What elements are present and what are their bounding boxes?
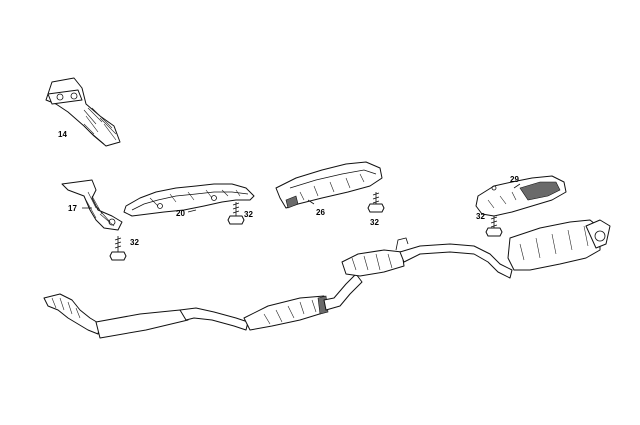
exhaust-pipe-assembly[interactable] — [43, 219, 611, 339]
callout-32-right: 32 — [476, 212, 485, 221]
callout-32-left: 32 — [130, 238, 139, 247]
callout-20: 20 — [176, 209, 185, 218]
screw-part-32-mid-right[interactable] — [367, 192, 385, 213]
heat-shield-part-29[interactable] — [475, 175, 567, 217]
heat-shield-part-17[interactable] — [61, 179, 123, 231]
callout-32-mid-left: 32 — [244, 210, 253, 219]
callout-32-mid-right: 32 — [370, 218, 379, 227]
callout-17: 17 — [68, 204, 77, 213]
screw-part-32-right[interactable] — [485, 216, 503, 237]
heat-shield-part-14[interactable] — [45, 77, 121, 147]
screw-part-32-mid-left[interactable] — [227, 202, 245, 225]
callout-29: 29 — [510, 175, 519, 184]
callout-14: 14 — [58, 130, 67, 139]
leader-lines — [82, 183, 521, 213]
heat-shield-part-26[interactable] — [275, 161, 383, 209]
callout-26: 26 — [316, 208, 325, 217]
heat-shield-part-20[interactable] — [123, 183, 255, 217]
screw-part-32-left[interactable] — [109, 236, 127, 261]
